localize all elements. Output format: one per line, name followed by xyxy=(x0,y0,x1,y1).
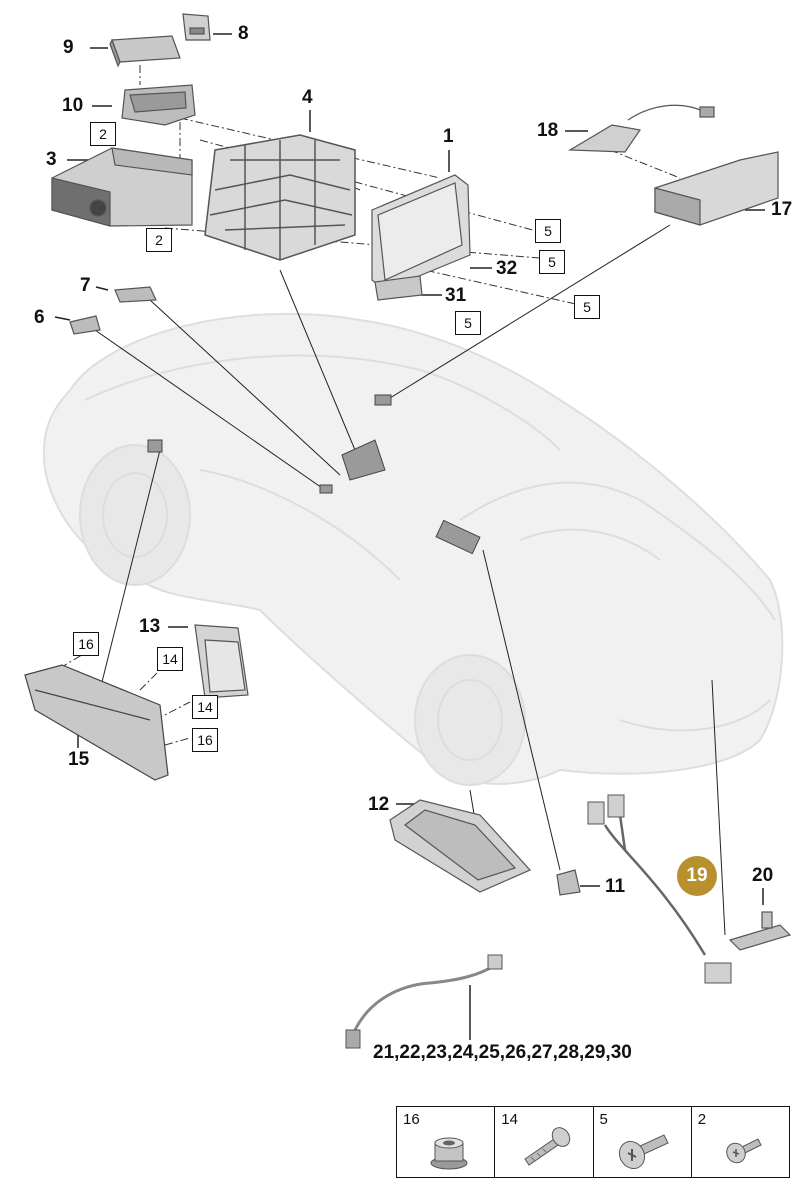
boxed-ref-5: 5 xyxy=(455,311,481,335)
callout-19-highlight[interactable]: 19 xyxy=(677,856,717,896)
part-17-module xyxy=(654,151,779,226)
part-31-module xyxy=(374,275,423,301)
part-18-antenna xyxy=(567,104,715,153)
legend-num: 16 xyxy=(403,1111,420,1128)
callout-8: 8 xyxy=(238,23,249,44)
callout-11: 11 xyxy=(605,876,626,897)
legend-cell-2: 2 xyxy=(692,1107,789,1177)
part-19-cable xyxy=(587,794,732,984)
part-21-30-cable xyxy=(345,954,503,1049)
torx-bolt-large-icon xyxy=(618,1134,669,1170)
callout-17: 17 xyxy=(771,199,793,220)
fastener-legend: 16 14 5 2 xyxy=(396,1106,790,1178)
car-mounted-parts xyxy=(147,394,481,555)
callout-18: 18 xyxy=(537,120,559,141)
boxed-ref-16: 16 xyxy=(192,728,218,752)
boxed-ref-5: 5 xyxy=(535,219,561,243)
boxed-ref-2: 2 xyxy=(146,228,172,252)
legend-num: 5 xyxy=(599,1111,608,1128)
callout-21-30: 21,22,23,24,25,26,27,28,29,30 xyxy=(373,1042,632,1063)
legend-cell-5: 5 xyxy=(594,1107,692,1177)
legend-cell-16: 16 xyxy=(397,1107,496,1177)
callout-15: 15 xyxy=(68,749,90,770)
callout-32: 32 xyxy=(496,258,518,279)
part-6-sensor xyxy=(69,315,101,335)
boxed-ref-14: 14 xyxy=(192,695,218,719)
part-20-bracket xyxy=(728,911,792,951)
legend-cell-14: 14 xyxy=(495,1107,594,1177)
callout-20: 20 xyxy=(752,865,774,886)
boxed-ref-2: 2 xyxy=(90,122,116,146)
boxed-ref-16: 16 xyxy=(73,632,99,656)
part-1-display xyxy=(371,174,471,291)
part-15-bracket xyxy=(24,664,169,781)
part-10-bracket xyxy=(121,84,196,126)
flange-nut-icon xyxy=(430,1137,468,1170)
callout-9: 9 xyxy=(63,37,74,58)
part-8-connector xyxy=(182,13,211,41)
torx-screw-icon xyxy=(725,1138,762,1164)
part-12-tray xyxy=(389,799,532,893)
part-7-sensor xyxy=(114,286,157,303)
part-11-clip xyxy=(556,869,581,896)
callout-13: 13 xyxy=(139,616,161,637)
legend-num: 2 xyxy=(697,1111,707,1128)
callout-6: 6 xyxy=(34,307,45,328)
boxed-ref-5: 5 xyxy=(574,295,600,319)
leader-lines xyxy=(94,224,726,936)
torx-bolt-icon xyxy=(524,1127,571,1166)
car-details xyxy=(79,354,776,786)
callout-3: 3 xyxy=(46,149,57,170)
callout-4: 4 xyxy=(302,87,313,108)
part-4-frame xyxy=(204,134,356,261)
callout-12: 12 xyxy=(368,794,390,815)
callout-10: 10 xyxy=(62,95,84,116)
callout-31: 31 xyxy=(445,285,467,306)
part-13-control-unit xyxy=(194,624,249,699)
boxed-ref-14: 14 xyxy=(157,647,183,671)
callout-1: 1 xyxy=(443,126,454,147)
part-3-radio xyxy=(51,147,193,227)
legend-num: 14 xyxy=(501,1111,518,1128)
callout-7: 7 xyxy=(80,275,91,296)
boxed-ref-5: 5 xyxy=(539,250,565,274)
part-9-sensor xyxy=(109,35,181,68)
